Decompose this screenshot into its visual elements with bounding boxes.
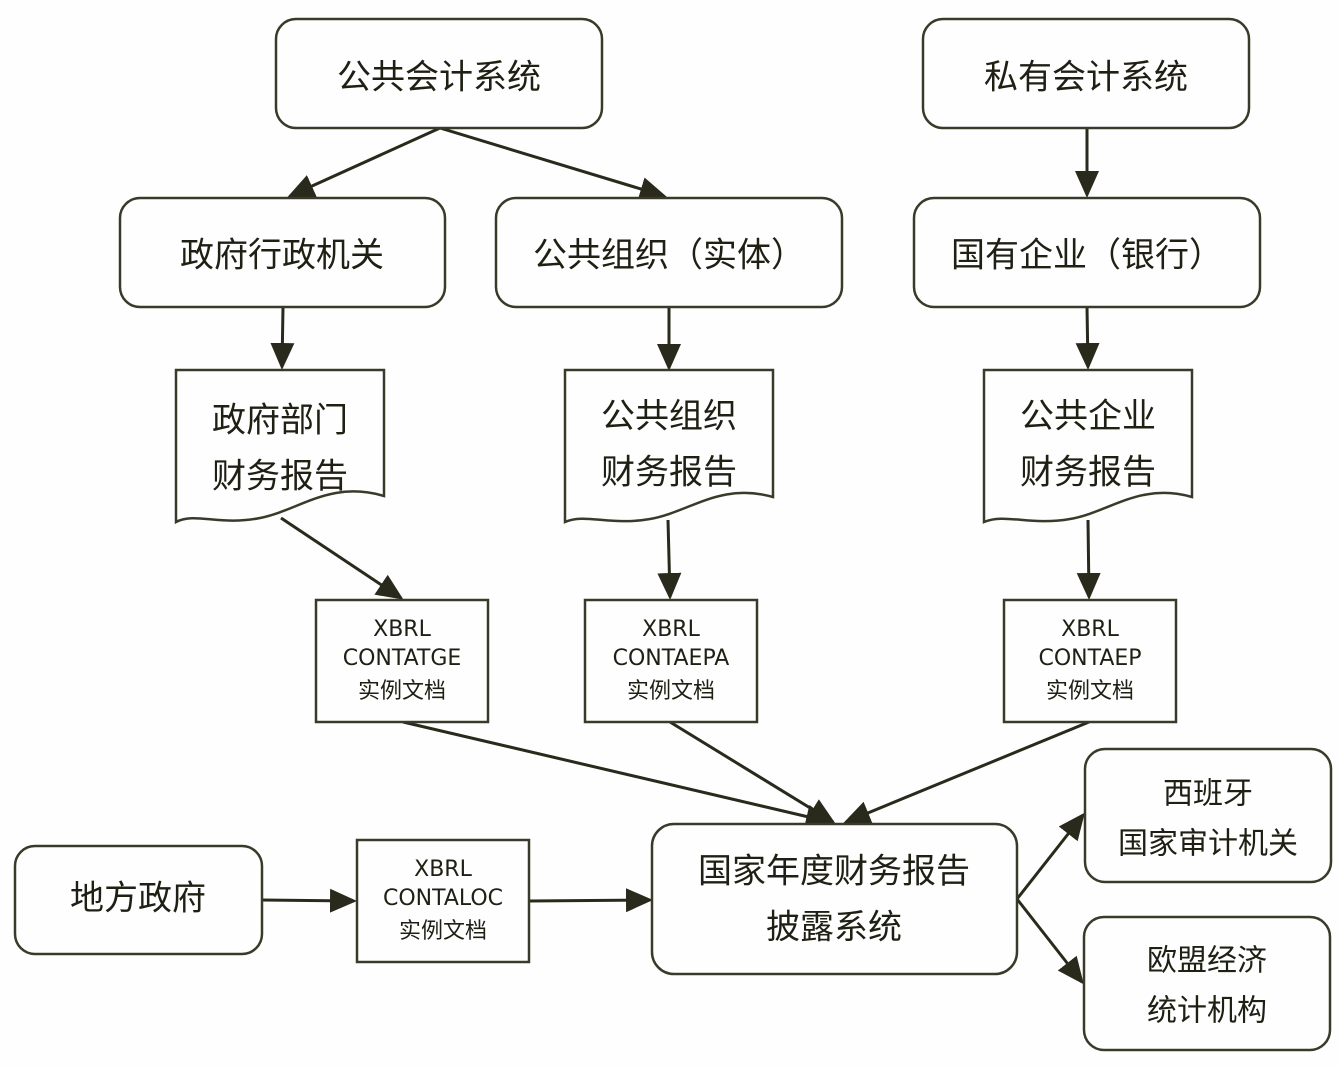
gov-dept-report-node: 政府部门 财务报告 — [174, 368, 386, 525]
xbrl-contaepa-line1: XBRL — [642, 617, 700, 642]
edge-gov-report-to-xbrl-contatge — [280, 516, 404, 600]
xbrl-contaep-node: XBRL CONTAEP 实例文档 — [1002, 598, 1178, 724]
public-org-entity-label: 公共组织（实体） — [533, 236, 805, 276]
edge-xbrl-contaepa-to-disclosure — [669, 720, 836, 824]
edge-xbrl-contaloc-to-disclosure — [528, 888, 653, 913]
spain-audit-line2: 国家审计机关 — [1118, 827, 1298, 862]
xbrl-contaloc-line1: XBRL — [414, 857, 472, 882]
xbrl-contatge-line1: XBRL — [373, 617, 431, 642]
public-enterprise-report-line2: 财务报告 — [1020, 453, 1156, 493]
public-org-entity-node: 公共组织（实体） — [494, 196, 844, 309]
local-gov-node: 地方政府 — [13, 844, 264, 956]
edge-xbrl-contatge-to-disclosure — [402, 720, 833, 829]
public-enterprise-report-node: 公共企业 财务报告 — [982, 368, 1194, 524]
public-accounting-node: 公共会计系统 — [274, 17, 604, 130]
gov-admin-label: 政府行政机关 — [180, 236, 384, 276]
xbrl-contaep-line1: XBRL — [1061, 617, 1119, 642]
gov-dept-report-line2: 财务报告 — [212, 457, 348, 497]
private-accounting-label: 私有会计系统 — [984, 58, 1188, 98]
eu-stats-line2: 统计机构 — [1147, 994, 1267, 1029]
edge-public-enterprise-report-to-xbrl-contaep — [1076, 519, 1101, 600]
edge-public-accounting-to-public-org — [439, 126, 667, 201]
edge-public-accounting-to-gov-admin — [287, 126, 441, 198]
xbrl-contatge-line3: 实例文档 — [358, 679, 446, 704]
edge-state-enterprise-to-public-enterprise-report — [1075, 306, 1100, 370]
edge-local-gov-to-xbrl-contaloc — [261, 888, 357, 913]
xbrl-contaep-line3: 实例文档 — [1046, 679, 1134, 704]
public-org-report-line1: 公共组织 — [601, 397, 737, 437]
xbrl-contaloc-node: XBRL CONTALOC 实例文档 — [355, 838, 531, 964]
xbrl-contaloc-line2: CONTALOC — [383, 886, 503, 911]
spain-audit-node: 西班牙 国家审计机关 — [1083, 747, 1333, 884]
xbrl-contaepa-line3: 实例文档 — [627, 679, 715, 704]
eu-stats-line1: 欧盟经济 — [1147, 944, 1267, 979]
national-disclosure-node: 国家年度财务报告 披露系统 — [650, 822, 1019, 976]
private-accounting-node: 私有会计系统 — [921, 17, 1251, 130]
national-disclosure-line2: 披露系统 — [766, 908, 902, 948]
edge-disclosure-to-eu-stats — [1015, 898, 1084, 985]
public-accounting-label: 公共会计系统 — [337, 58, 541, 98]
xbrl-contaepa-node: XBRL CONTAEPA 实例文档 — [583, 598, 759, 724]
xbrl-contatge-node: XBRL CONTATGE 实例文档 — [314, 598, 490, 724]
xbrl-contaep-line2: CONTAEP — [1038, 646, 1141, 671]
public-enterprise-report-line1: 公共企业 — [1020, 397, 1156, 437]
edge-disclosure-to-spain-audit — [1015, 812, 1085, 900]
eu-stats-node: 欧盟经济 统计机构 — [1082, 915, 1332, 1052]
edges — [261, 126, 1101, 985]
state-enterprise-bank-node: 国有企业（银行） — [912, 196, 1262, 309]
edge-gov-admin-to-gov-report — [270, 306, 295, 370]
edge-xbrl-contaep-to-disclosure — [843, 720, 1090, 824]
xbrl-contaloc-line3: 实例文档 — [399, 919, 487, 944]
local-gov-label: 地方政府 — [70, 879, 206, 919]
edge-public-org-report-to-xbrl-contaepa — [657, 519, 682, 600]
public-org-report-node: 公共组织 财务报告 — [563, 368, 775, 524]
gov-dept-report-line1: 政府部门 — [212, 401, 348, 441]
xbrl-contatge-line2: CONTATGE — [343, 646, 462, 671]
gov-admin-node: 政府行政机关 — [118, 196, 447, 309]
state-enterprise-bank-label: 国有企业（银行） — [951, 236, 1223, 276]
national-disclosure-line1: 国家年度财务报告 — [698, 852, 970, 892]
spain-audit-line1: 西班牙 — [1163, 777, 1253, 812]
public-org-report-line2: 财务报告 — [601, 453, 737, 493]
xbrl-contaepa-line2: CONTAEPA — [613, 646, 730, 671]
